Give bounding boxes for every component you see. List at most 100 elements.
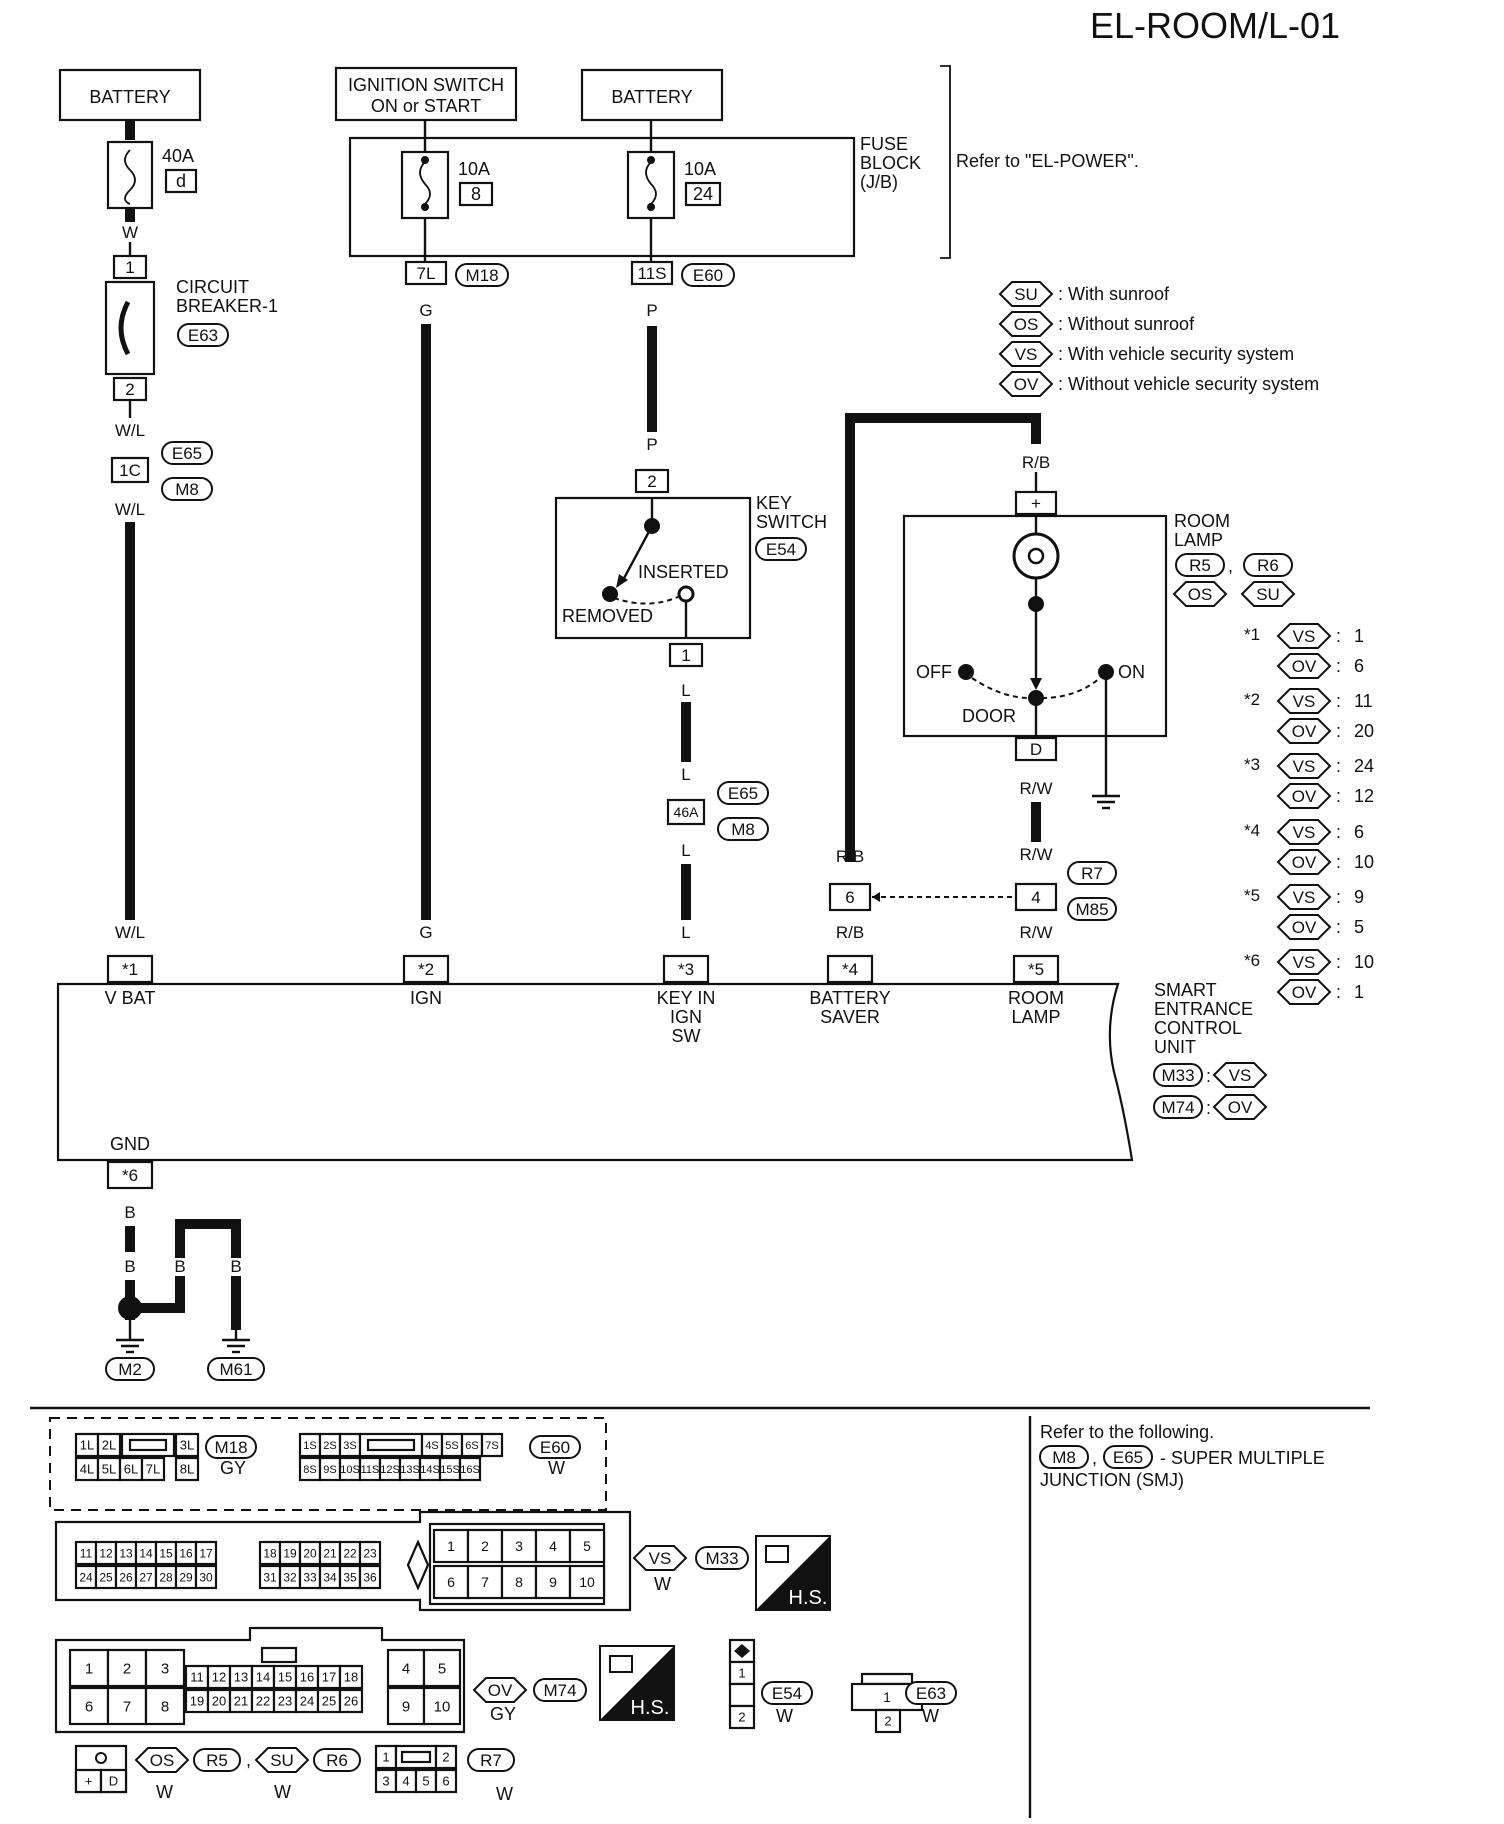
r7-bot-pin: 5 <box>422 1774 429 1789</box>
m33-top-r-cell <box>358 1540 382 1566</box>
face-e54-color: W <box>776 1706 793 1726</box>
face-m18-tag <box>205 1435 257 1459</box>
m74-left-top-cell <box>144 1648 186 1688</box>
face-r5-color: W <box>156 1782 173 1802</box>
m74-mid-bot-pin: 24 <box>300 1694 314 1709</box>
m74-mid-top-pin: 12 <box>212 1670 226 1685</box>
conn-m85: M85 <box>1075 900 1108 919</box>
m18-top-pin: 1L <box>80 1438 94 1453</box>
svg-text:6: 6 <box>1354 656 1364 676</box>
conn-6: 6 <box>845 888 854 907</box>
key-switch-conn: E54 <box>766 540 796 559</box>
fuse-10a-8-rating: 10A <box>458 159 490 179</box>
wire-w: W <box>122 223 138 242</box>
m33-right-top-pin: 2 <box>481 1538 489 1554</box>
legend-su-text: : With sunroof <box>1058 284 1170 304</box>
wire-b-1: B <box>124 1203 135 1222</box>
m74-mid-top-pin: 13 <box>234 1670 248 1685</box>
face-m74-color: GY <box>490 1704 516 1724</box>
cb-pin-2: 2 <box>125 380 134 399</box>
ignition-switch-box <box>334 66 518 122</box>
svg-text::: : <box>1336 626 1341 646</box>
m18-bot-r-pin: 8L <box>180 1462 194 1477</box>
battery-left-label: BATTERY <box>89 87 170 107</box>
m33-bot-r-pin: 34 <box>323 1570 337 1584</box>
m74-right-bot-cell <box>386 1686 426 1726</box>
wire-wl-1: W/L <box>115 421 145 440</box>
m74-mid-top-pin: 15 <box>278 1670 292 1685</box>
face-r5-id: R5 <box>206 1751 228 1770</box>
e54-pin1-pin: 1 <box>738 1666 745 1681</box>
cb-pin-1: 1 <box>125 258 134 277</box>
fuse-40a-id-box <box>164 168 198 194</box>
key-pin-1: 1 <box>681 646 690 665</box>
r7-bot-cell <box>434 1768 458 1794</box>
m74-left-bot-cell <box>144 1686 186 1726</box>
bottom-refer-1: Refer to the following. <box>1040 1422 1214 1442</box>
hs-icon: H.S. <box>599 1645 675 1721</box>
svg-text:10: 10 <box>1354 952 1374 972</box>
m74-left-bot-pin: 6 <box>85 1698 93 1715</box>
room-r6: R6 <box>1257 556 1279 575</box>
m33-bot-r-pin: 36 <box>363 1570 377 1584</box>
face-os-hex-label: OS <box>150 1751 175 1770</box>
m74-mid-bot-pin: 21 <box>234 1694 248 1709</box>
conn-e65-b: E65 <box>728 784 758 803</box>
svg-text:*3: *3 <box>1244 755 1260 774</box>
e54-pin2-pin: 2 <box>738 1710 745 1725</box>
m33-bot-r-pin: 35 <box>343 1570 357 1584</box>
svg-text:12: 12 <box>1354 786 1374 806</box>
m74-left-bot-cell <box>106 1686 148 1726</box>
face-su-hex <box>254 1747 310 1773</box>
e60-bot-pin: 14S <box>420 1464 440 1476</box>
unit-pin-ign: IGN <box>410 988 442 1008</box>
conn-46a: 46A <box>674 804 700 820</box>
r7-bot-pin: 6 <box>442 1774 449 1789</box>
room-on: ON <box>1118 662 1145 682</box>
ground-m61: M61 <box>219 1360 252 1379</box>
svg-text::: : <box>1336 691 1341 711</box>
fuse-40a-element <box>124 149 136 205</box>
room-su: SU <box>1256 585 1280 604</box>
m33-bot-pin: 28 <box>159 1570 173 1584</box>
room-off: OFF <box>916 662 952 682</box>
pin-notes: *1 VS :1 OV :6 *2 VS :11 OV :20 *3 VS :2… <box>1244 623 1374 1005</box>
e63-pin1-pin: 1 <box>883 1689 891 1705</box>
svg-text:*2: *2 <box>1244 690 1260 709</box>
battery-left-box <box>58 68 202 122</box>
m74-right-bot-pin: 10 <box>434 1698 451 1715</box>
m33-right-bot-cell <box>466 1564 504 1600</box>
wire-rw-1: R/W <box>1019 779 1052 798</box>
key-removed: REMOVED <box>562 606 653 626</box>
face-r5-tag <box>193 1748 241 1772</box>
wire-b-2: B <box>124 1257 135 1276</box>
wire-rb-1: R/B <box>836 847 864 866</box>
refer-el-power: Refer to "EL-POWER". <box>956 151 1139 171</box>
m74-mid-top-pin: 17 <box>322 1670 336 1685</box>
refer-bracket <box>940 65 951 259</box>
unit-pin-2-mark: *2 <box>418 960 434 979</box>
m18-bot-pin: 6L <box>124 1462 138 1477</box>
m74-right-top-cell <box>386 1648 426 1688</box>
face-e60-color: W <box>548 1458 565 1478</box>
m74-mid-bot-pin: 23 <box>278 1694 292 1709</box>
m18-top-pin: 2L <box>102 1438 116 1453</box>
face-e63-id: E63 <box>916 1684 946 1703</box>
unit-pin-vbat: V BAT <box>105 988 156 1008</box>
m33-bot-r-pin: 32 <box>283 1570 297 1584</box>
hs-icon: H.S. <box>755 1535 831 1611</box>
unit-label-3: CONTROL <box>1154 1018 1242 1038</box>
face-m33-color: W <box>654 1574 671 1594</box>
m33-top-pin: 12 <box>99 1546 113 1560</box>
unit-pin-3-mark: *3 <box>678 960 694 979</box>
svg-text:1: 1 <box>1354 982 1364 1002</box>
e60-bot-pin: 16S <box>460 1464 480 1476</box>
m74-mid-top-pin: 14 <box>256 1670 270 1685</box>
m33-bot-pin: 24 <box>79 1570 93 1584</box>
svg-text:B: B <box>230 1257 241 1276</box>
r7-bot-pin: 4 <box>402 1774 409 1789</box>
key-switch-label-1: KEY <box>756 493 792 513</box>
svg-text:OV: OV <box>1292 853 1317 872</box>
svg-text:*4: *4 <box>1244 821 1260 840</box>
